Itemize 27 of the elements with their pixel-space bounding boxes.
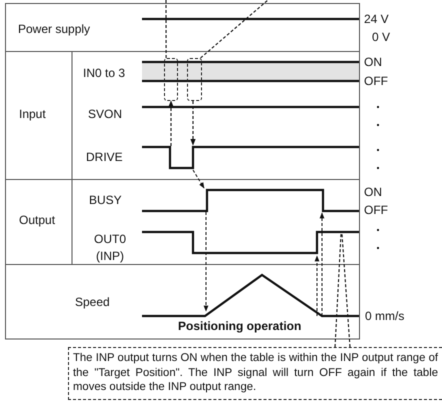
signal-label: Speed <box>75 295 110 309</box>
note-text: The INP output turns ON when the table is within the INP output range of the "Target Position". The INP signal will turn OFF again if the table moves outside the INP output range. <box>73 351 438 394</box>
signal-label: Power supply <box>18 22 90 36</box>
signal-label: Input <box>19 107 46 121</box>
dashed-highlight-box <box>187 58 202 101</box>
leader-line <box>165 0 167 58</box>
signal-label: SVON <box>88 107 122 121</box>
leader-line <box>341 234 351 348</box>
leader-line <box>200 0 268 58</box>
level-label: ON <box>364 55 382 69</box>
level-label: ON <box>364 185 382 199</box>
signal-label: DRIVE <box>86 150 123 164</box>
signal-label: Output <box>19 213 56 227</box>
arrow <box>168 100 174 146</box>
dashed-highlight-box <box>164 58 178 101</box>
arrow <box>190 101 196 146</box>
level-label: OFF <box>364 74 388 88</box>
level-label: 0 mm/s <box>365 309 404 323</box>
signal-label: OUT0 (INP) <box>90 231 130 265</box>
signal-label: IN0 to 3 <box>83 66 126 80</box>
phase-caption: Positioning operation <box>178 319 302 333</box>
leader-line <box>334 234 342 348</box>
signal-label: BUSY <box>89 193 122 207</box>
note-box <box>68 347 442 400</box>
level-label: 0 V <box>372 30 390 44</box>
level-label: OFF <box>364 203 388 217</box>
level-label: 24 V <box>364 12 389 26</box>
